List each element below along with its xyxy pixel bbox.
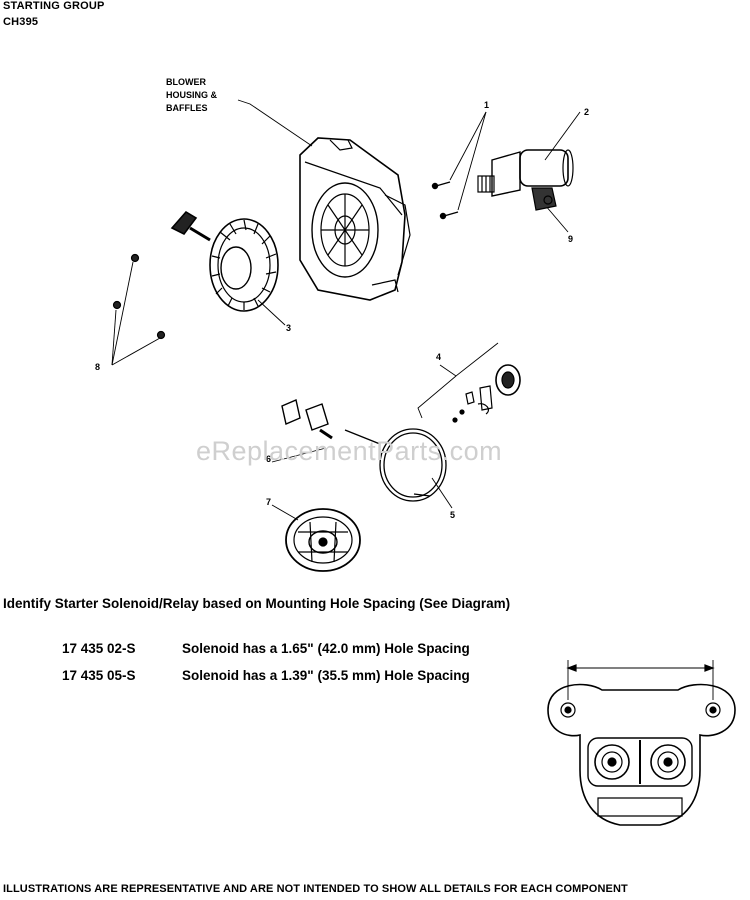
part-description: Solenoid has a 1.39" (35.5 mm) Hole Spac…	[182, 668, 470, 683]
callout-2: 2	[584, 107, 590, 117]
callout-8: 8	[95, 362, 101, 372]
screws	[431, 181, 459, 220]
callout-4: 4	[436, 352, 442, 362]
recoil-starter	[209, 218, 279, 312]
starter-motor	[477, 149, 574, 211]
part-description: Solenoid has a 1.65" (42.0 mm) Hole Spac…	[182, 641, 470, 656]
diagram-title: STARTING GROUP	[3, 0, 105, 12]
callout-3: 3	[286, 323, 292, 333]
callout-blower-housing-line-3: BAFFLES	[166, 103, 208, 113]
rewind-spring	[344, 428, 447, 502]
watermark: eReplacementParts.com	[196, 436, 503, 466]
callout-5: 5	[450, 510, 456, 520]
pawl-kit	[452, 364, 521, 423]
starter-dogs	[281, 399, 333, 440]
starter-handle	[170, 210, 211, 242]
part-row: 17 435 02-S Solenoid has a 1.65" (42.0 mm…	[62, 641, 470, 656]
callout-9: 9	[568, 234, 574, 244]
callout-blower-housing-line-1: BLOWER	[166, 77, 206, 87]
callout-6: 6	[266, 454, 272, 464]
identify-instruction: Identify Starter Solenoid/Relay based on…	[3, 596, 511, 611]
part-number: 17 435 02-S	[62, 641, 136, 656]
solenoid-hole-spacing-diagram	[547, 660, 736, 826]
nuts	[112, 253, 166, 340]
callout-1: 1	[484, 100, 490, 110]
part-number: 17 435 05-S	[62, 668, 136, 683]
footer-disclaimer: ILLUSTRATIONS ARE REPRESENTATIVE AND ARE…	[3, 883, 628, 895]
part-row: 17 435 05-S Solenoid has a 1.39" (35.5 mm…	[62, 668, 470, 683]
model-number: CH395	[3, 16, 39, 28]
blower-housing	[299, 137, 411, 301]
starter-pulley	[285, 508, 361, 572]
leader-lines	[111, 99, 581, 521]
callout-7: 7	[266, 497, 272, 507]
callout-blower-housing-line-2: HOUSING &	[166, 90, 218, 100]
